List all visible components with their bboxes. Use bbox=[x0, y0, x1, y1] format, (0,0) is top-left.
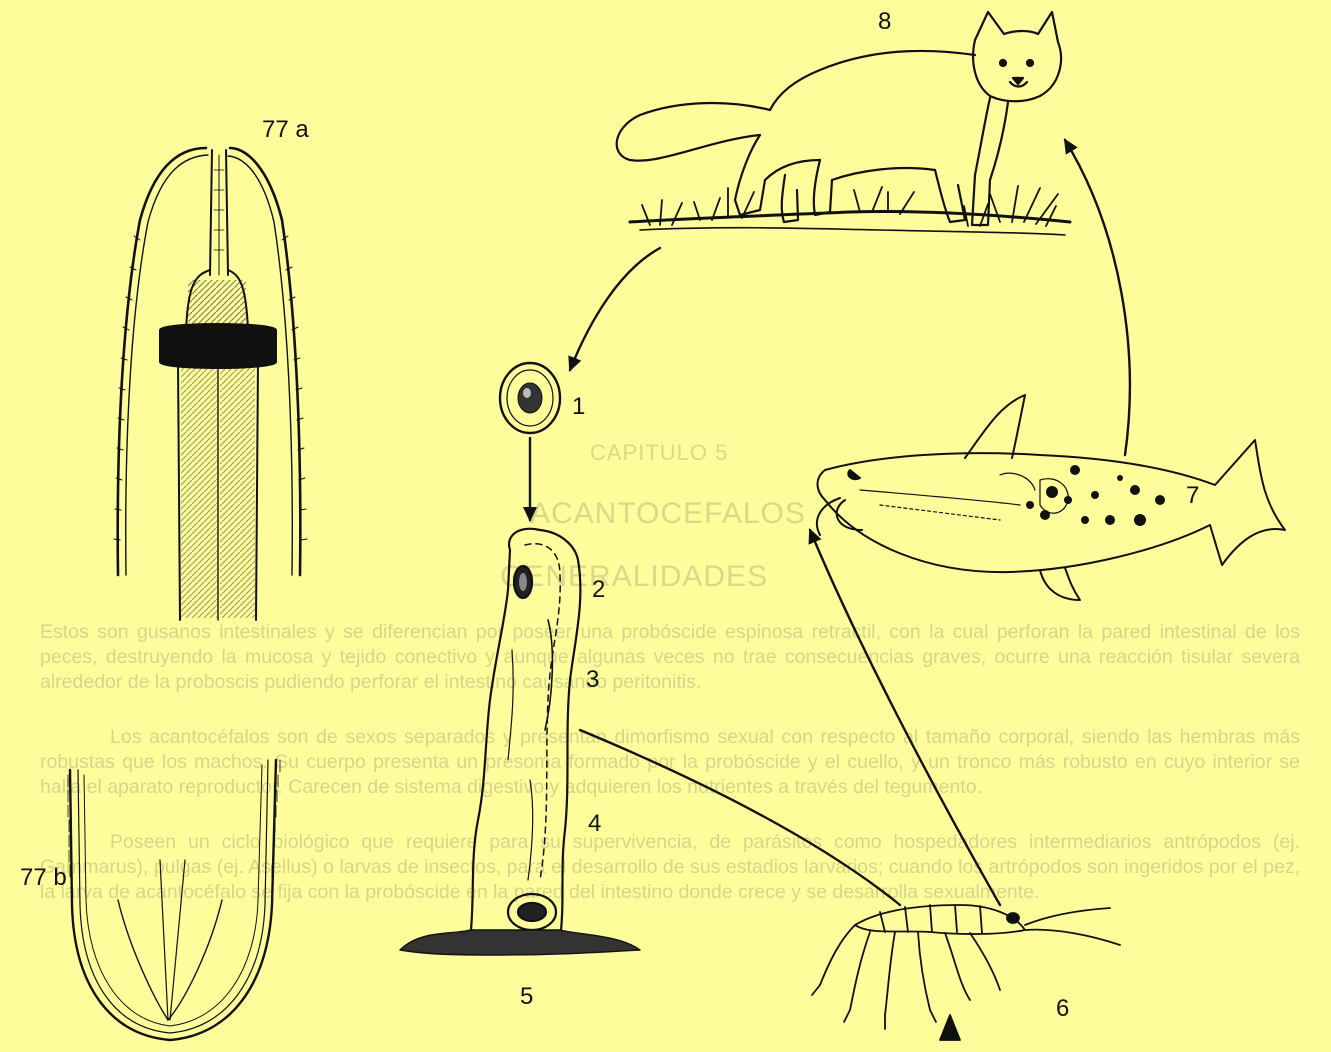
fox-definitive-host bbox=[617, 12, 1070, 235]
arrow-fish-to-fox bbox=[1065, 140, 1130, 455]
label-fig-77a: 77 a bbox=[262, 118, 309, 142]
arrow-crustacean-to-fish bbox=[810, 530, 1000, 905]
life-cycle-arrows bbox=[530, 140, 1130, 905]
label-fig-77b: 77 b bbox=[20, 866, 67, 890]
label-stage-8: 8 bbox=[878, 10, 891, 34]
acanthocephalan-egg bbox=[500, 363, 560, 433]
crustacean-intermediate-host bbox=[812, 905, 1120, 1040]
arrow-larva-to-crustacean bbox=[580, 730, 900, 905]
label-stage-2: 2 bbox=[592, 578, 605, 602]
label-stage-1: 1 bbox=[572, 395, 585, 419]
fig-77b-worm-posterior bbox=[68, 760, 280, 1040]
arrow-fox-to-egg bbox=[570, 248, 660, 370]
label-stage-4: 4 bbox=[588, 812, 601, 836]
label-stage-5: 5 bbox=[520, 985, 533, 1009]
label-stage-7: 7 bbox=[1186, 484, 1199, 508]
label-stage-3: 3 bbox=[586, 668, 599, 692]
fig-77a-worm-anterior bbox=[114, 148, 307, 620]
label-stage-6: 6 bbox=[1056, 997, 1069, 1021]
fish-host bbox=[817, 395, 1285, 600]
